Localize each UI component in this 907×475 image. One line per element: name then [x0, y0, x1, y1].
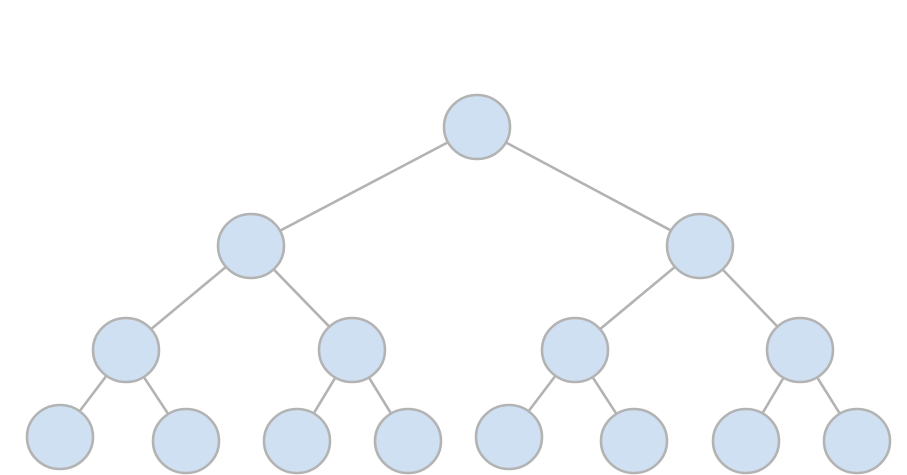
tree-edge-n5-n10: [312, 376, 337, 415]
tree-edge-n4-n8: [78, 374, 108, 413]
tree-node-n3: [665, 212, 735, 280]
tree-node-n4: [91, 316, 161, 384]
tree-node-n7: [765, 316, 835, 384]
tree-edge-n7-n15: [815, 376, 842, 415]
tree-edge-n1-n3: [504, 141, 673, 232]
tree-node-n8: [25, 403, 95, 471]
tree-node-n12: [474, 403, 544, 471]
tree-edge-n1-n2: [278, 140, 450, 233]
tree-edge-n4-n9: [142, 375, 170, 416]
tree-edge-n3-n6: [598, 265, 677, 331]
tree-node-n9: [151, 407, 221, 475]
tree-edge-n2-n4: [149, 265, 228, 331]
tree-node-n13: [599, 407, 669, 475]
tree-node-n15: [822, 407, 892, 475]
tree-node-n5: [317, 316, 387, 384]
tree-edge-n2-n5: [272, 267, 331, 329]
tree-edge-n7-n14: [761, 376, 785, 415]
tree-node-n11: [373, 407, 443, 475]
tree-node-n10: [262, 407, 332, 475]
tree-edge-n5-n11: [367, 376, 393, 415]
tree-node-n14: [711, 407, 781, 475]
tree-edge-n6-n12: [527, 374, 557, 413]
tree-node-n6: [540, 316, 610, 384]
tree-edge-n3-n7: [721, 268, 779, 328]
tree-node-n2: [216, 212, 286, 280]
tree-node-n1: [442, 93, 512, 161]
tree-edge-n6-n13: [591, 375, 618, 416]
tree-edges: [78, 140, 842, 416]
tree-nodes: [25, 93, 892, 475]
